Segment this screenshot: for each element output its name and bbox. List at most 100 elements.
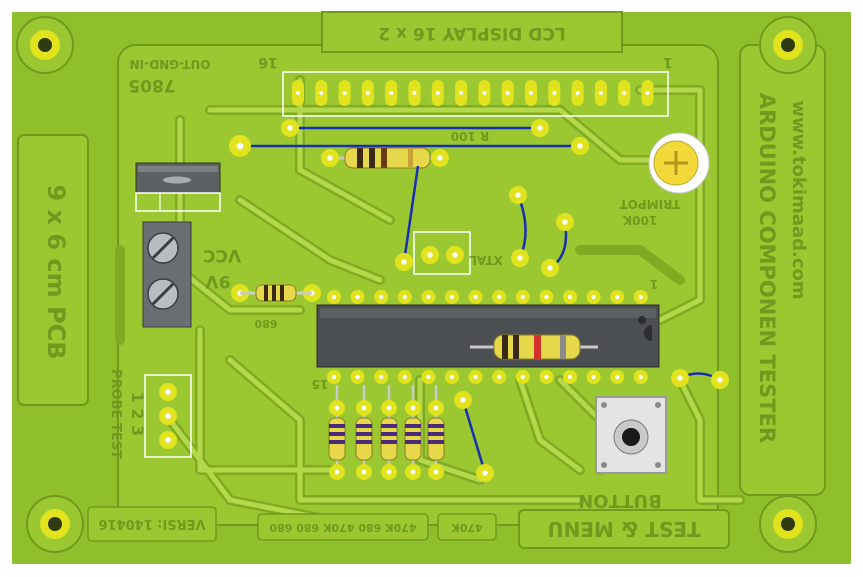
- resistor-680: [240, 284, 312, 302]
- ic-pin: [633, 370, 648, 384]
- push-button[interactable]: [595, 396, 667, 474]
- probe-test-label: PROBE TEST: [108, 369, 123, 459]
- pad: [556, 213, 574, 231]
- pad: [321, 149, 339, 167]
- pad: [395, 253, 413, 271]
- version-panel: [87, 506, 217, 542]
- resistor-values-panel: [257, 513, 429, 541]
- lcd-header-pads: [292, 80, 654, 106]
- lcd-pin: [501, 80, 514, 106]
- ic-pin: [374, 290, 389, 304]
- lcd-pin: [525, 80, 537, 106]
- lcd-pin: [408, 80, 421, 106]
- jumper-wires: [240, 126, 721, 474]
- pad: [509, 186, 527, 204]
- lcd-pin: [478, 80, 491, 106]
- ic-pin: [350, 370, 365, 384]
- pad: [229, 135, 251, 157]
- pad: [405, 400, 421, 416]
- pad: [405, 464, 421, 480]
- lcd-header: [282, 71, 669, 117]
- pad: [531, 119, 549, 137]
- copper-traces-highlight: [167, 77, 743, 523]
- lcd-display-label: LCD DISPLAY 16 x 2: [378, 23, 565, 43]
- ic-pin: [374, 370, 389, 384]
- mounting-hole-bottom-left: [26, 495, 84, 553]
- ic-pin: [350, 290, 365, 304]
- pad: [711, 371, 729, 389]
- probe-header: [144, 374, 192, 458]
- pad: [431, 149, 449, 167]
- test-menu-label: TEST & MENU: [547, 517, 700, 541]
- ic-pin: [563, 370, 577, 384]
- ic-pin1-label: 1: [650, 277, 658, 291]
- pad: [446, 246, 464, 264]
- ic-pin: [445, 370, 459, 384]
- pad: [381, 464, 397, 480]
- ic-pin: [492, 370, 507, 384]
- vcc-label: VCC: [203, 245, 241, 265]
- lcd-pin: [618, 80, 631, 106]
- mounting-hole-bottom-right: [759, 495, 817, 553]
- vcc-voltage-label: 9V: [205, 271, 231, 291]
- lcd-pin: [338, 80, 351, 106]
- lcd-pin: [315, 80, 328, 106]
- pad: [428, 464, 444, 480]
- ic-pin: [421, 370, 436, 384]
- mounting-holes: [16, 16, 817, 553]
- trimpot: [648, 132, 710, 194]
- ic-pin: [421, 290, 436, 304]
- website-label: www.tokimaad.com: [788, 100, 809, 299]
- ic-pin: [586, 370, 601, 384]
- lcd-pin: [431, 80, 444, 106]
- probe-numbers-label: 1 2 3: [128, 392, 147, 437]
- mounting-hole-top-right: [759, 16, 817, 74]
- ic-pin15-label: 15: [312, 377, 329, 391]
- ic-pins: [327, 290, 648, 384]
- ic-pin: [397, 290, 412, 304]
- lcd-pin: [594, 80, 607, 106]
- ic-pin: [445, 290, 459, 304]
- ic-pin: [563, 290, 577, 304]
- ic-pin: [515, 370, 530, 384]
- voltage-regulator-7805: [135, 162, 221, 212]
- mounting-hole-top-left: [16, 16, 74, 74]
- lcd-pin: [385, 80, 398, 106]
- ic-pin: [492, 290, 507, 304]
- resistor-on-ic: [470, 334, 598, 360]
- pad: [511, 249, 529, 267]
- ic-pin: [468, 290, 483, 304]
- r470k-panel: [437, 513, 497, 541]
- lcd-pin16-label: 16: [258, 54, 277, 70]
- microcontroller-ic: [316, 304, 660, 368]
- ic-pin: [397, 370, 412, 384]
- ic-pin: [586, 290, 601, 304]
- lcd-pin: [455, 80, 468, 106]
- ic-pin: [610, 290, 625, 304]
- pad: [571, 137, 589, 155]
- trimpot-label: TRIMPOT: [619, 197, 681, 211]
- ic-pin: [610, 370, 625, 384]
- ic-pin: [539, 370, 554, 384]
- pad: [454, 391, 472, 409]
- ic-pin: [633, 290, 648, 304]
- regulator-label: 7805: [128, 75, 175, 95]
- arduino-tester-label: ARDUINO COMPONEN TESTER: [755, 93, 779, 443]
- pad: [671, 369, 689, 387]
- vertical-resistor: [328, 385, 346, 478]
- pad: [381, 400, 397, 416]
- pad: [281, 119, 299, 137]
- pad: [421, 246, 439, 264]
- trimpot-value-label: 100K: [622, 213, 657, 227]
- xtal-label: XTAL: [469, 253, 503, 267]
- r100-label: R 100: [451, 129, 489, 143]
- power-screw-terminal: [142, 221, 192, 328]
- regulator-pins-label: OUT-GND-IN: [130, 57, 211, 71]
- probe-resistors: [328, 385, 445, 480]
- ic-pin: [327, 370, 341, 384]
- lcd-pin1-label: 1: [663, 54, 673, 70]
- pad: [329, 464, 345, 480]
- pad: [541, 259, 559, 277]
- pad: [356, 400, 372, 416]
- ic-pin: [539, 290, 554, 304]
